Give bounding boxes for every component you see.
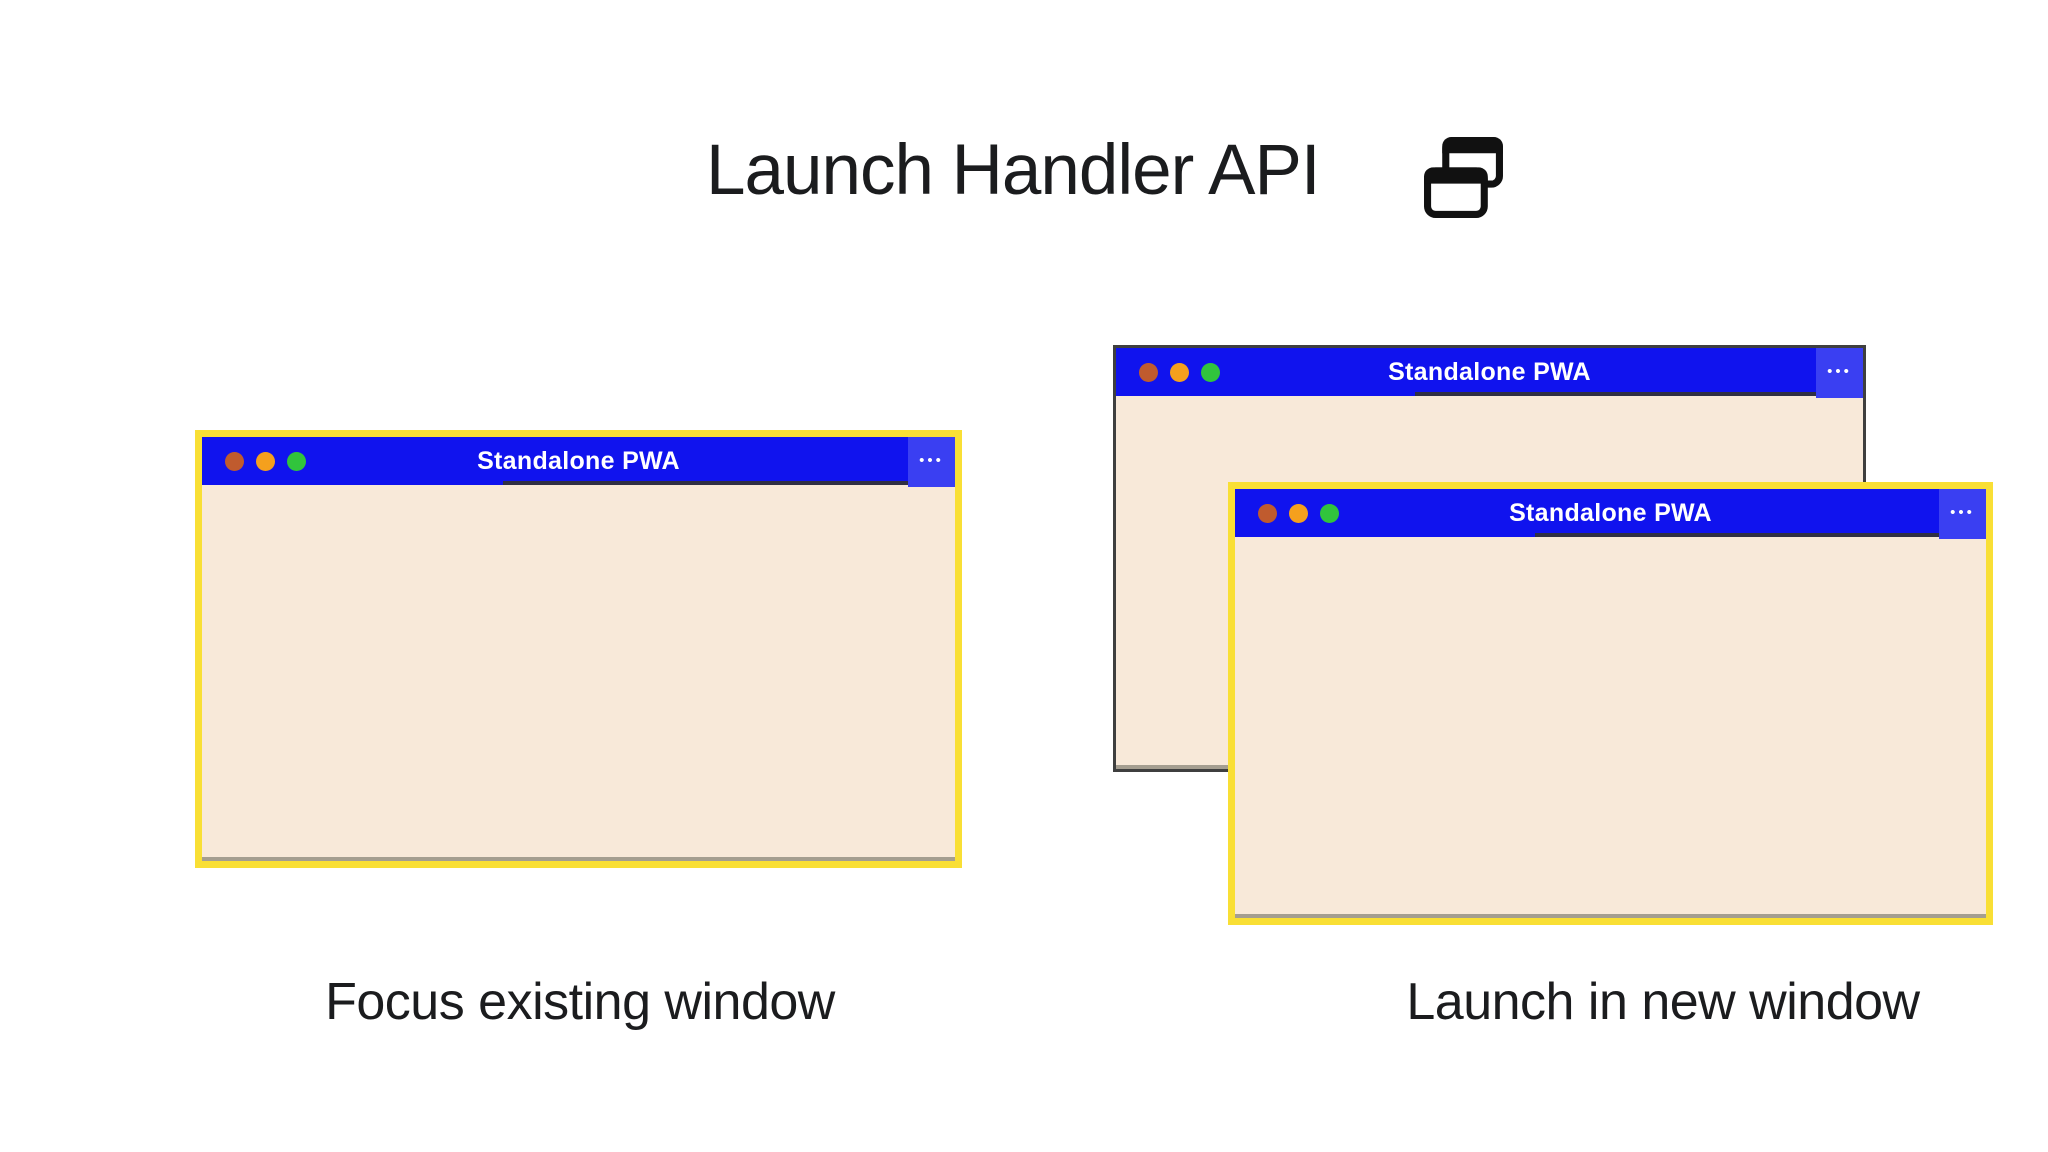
maximize-button-icon[interactable] [1201, 362, 1220, 382]
overlapping-windows-icon [1424, 137, 1503, 218]
caption-focus-existing: Focus existing window [325, 973, 835, 1031]
window-content [202, 485, 955, 861]
window-title: Standalone PWA [477, 446, 680, 475]
titlebar: Standalone PWA ••• [1116, 348, 1863, 398]
more-button[interactable]: ••• [1939, 489, 1986, 539]
close-button-icon[interactable] [1139, 362, 1158, 382]
minimize-button-icon[interactable] [1170, 362, 1189, 382]
window-content [1235, 537, 1986, 918]
titlebar: Standalone PWA ••• [202, 437, 955, 487]
pwa-window-front: Standalone PWA ••• [1228, 482, 1993, 925]
maximize-button-icon[interactable] [287, 451, 306, 471]
caption-launch-new: Launch in new window [1406, 973, 1920, 1031]
minimize-button-icon[interactable] [256, 451, 275, 471]
titlebar: Standalone PWA ••• [1235, 489, 1986, 539]
page-title: Launch Handler API [706, 131, 1321, 210]
titlebar-shadow [503, 481, 955, 487]
maximize-button-icon[interactable] [1320, 503, 1339, 523]
ellipsis-icon: ••• [1827, 362, 1852, 380]
pwa-window-existing: Standalone PWA ••• [195, 430, 962, 868]
ellipsis-icon: ••• [919, 451, 944, 469]
window-title: Standalone PWA [1509, 498, 1712, 527]
minimize-button-icon[interactable] [1289, 503, 1308, 523]
close-button-icon[interactable] [225, 451, 244, 471]
traffic-lights [1258, 489, 1339, 537]
close-button-icon[interactable] [1258, 503, 1277, 523]
traffic-lights [1139, 348, 1220, 396]
titlebar-shadow [1414, 392, 1863, 398]
window-title: Standalone PWA [1388, 357, 1591, 386]
traffic-lights [225, 437, 306, 485]
more-button[interactable]: ••• [1816, 348, 1863, 398]
titlebar-shadow [1535, 533, 1986, 539]
more-button[interactable]: ••• [908, 437, 955, 487]
ellipsis-icon: ••• [1950, 503, 1975, 521]
